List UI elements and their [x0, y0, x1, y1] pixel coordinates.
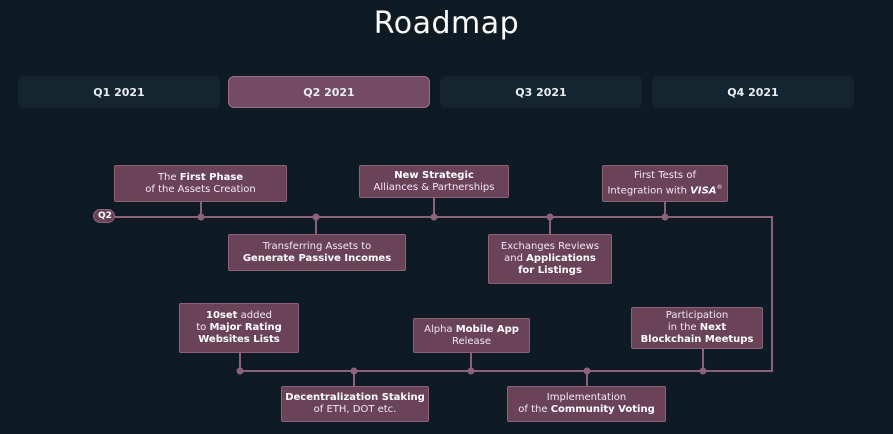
milestone-highlight: Decentralization Staking	[285, 392, 425, 403]
milestone-text: in the	[667, 322, 700, 333]
timeline-dot	[467, 367, 475, 375]
quarter-marker-label: Q2	[98, 211, 112, 221]
milestone-highlight: New Strategic	[394, 169, 474, 181]
milestone-highlight: for Listings	[518, 265, 582, 276]
milestone-text: and	[504, 253, 527, 264]
milestone-text: to	[196, 322, 210, 333]
timeline-dot	[350, 367, 358, 375]
milestone-text: added	[237, 310, 272, 321]
milestone-text: of the	[518, 404, 551, 415]
milestone-exchanges-reviews: Exchanges Reviews and Applications for L…	[488, 234, 612, 284]
milestone-text: The	[157, 171, 180, 183]
milestone-rating-websites: 10set added to Major Rating Websites Lis…	[179, 303, 299, 353]
timeline-dot	[583, 367, 591, 375]
tab-q2-2021[interactable]: Q2 2021	[228, 76, 430, 108]
timeline-dot	[430, 213, 438, 221]
registered-mark: ®	[716, 183, 723, 191]
quarter-tabs: Q1 2021 Q2 2021 Q3 2021 Q4 2021	[18, 76, 856, 108]
milestone-highlight: Applications	[526, 253, 596, 264]
timeline-path	[110, 216, 773, 372]
milestone-transferring-assets: Transferring Assets to Generate Passive …	[228, 234, 406, 271]
milestone-text: Exchanges Reviews	[500, 241, 600, 252]
milestone-highlight: First Phase	[179, 171, 244, 183]
milestone-highlight: Major Rating	[209, 322, 282, 333]
timeline-dot	[661, 213, 669, 221]
timeline-dot	[699, 367, 707, 375]
milestone-highlight: Websites Lists	[198, 334, 280, 345]
milestone-mobile-app: Alpha Mobile App Release	[413, 318, 530, 353]
milestone-text: Alpha	[424, 323, 456, 335]
milestone-decentralization-staking: Decentralization Staking of ETH, DOT etc…	[281, 386, 429, 422]
milestone-highlight: 10set	[206, 310, 238, 321]
milestone-highlight: Blockchain Meetups	[640, 334, 754, 345]
timeline-dot	[197, 213, 205, 221]
milestone-text: Participation	[665, 310, 729, 321]
timeline-dot	[312, 213, 320, 221]
milestone-text: Implementation	[546, 392, 627, 403]
milestone-text: Transferring Assets to	[262, 240, 372, 252]
quarter-marker	[93, 209, 115, 223]
milestone-text: Release	[451, 335, 492, 347]
tab-q3-2021[interactable]: Q3 2021	[440, 76, 642, 108]
milestone-highlight: Generate Passive Incomes	[242, 252, 392, 264]
milestone-strategic-alliances: New Strategic Alliances & Partnerships	[359, 165, 509, 198]
page-title: Roadmap	[373, 6, 520, 41]
milestone-highlight: Mobile App	[455, 323, 519, 335]
milestone-text: Alliances & Partnerships	[373, 181, 495, 193]
milestone-text: of ETH, DOT etc.	[313, 404, 397, 415]
milestone-community-voting: Implementation of the Community Voting	[507, 386, 666, 422]
tab-q4-2021[interactable]: Q4 2021	[652, 76, 854, 108]
milestone-text: First Tests of	[634, 169, 696, 181]
timeline-dot	[546, 213, 554, 221]
milestone-blockchain-meetups: Participation in the Next Blockchain Mee…	[631, 307, 763, 349]
milestone-visa-integration: First Tests of Integration with VISA®	[602, 165, 728, 202]
milestone-highlight: Community Voting	[550, 404, 655, 415]
visa-logo: VISA	[690, 185, 717, 197]
milestone-text: Integration with	[607, 185, 691, 197]
tab-q1-2021[interactable]: Q1 2021	[18, 76, 220, 108]
timeline-dot	[236, 367, 244, 375]
milestone-highlight: Next	[699, 322, 727, 333]
milestone-first-phase: The First Phase of the Assets Creation	[114, 165, 287, 202]
milestone-text: of the Assets Creation	[145, 183, 256, 195]
